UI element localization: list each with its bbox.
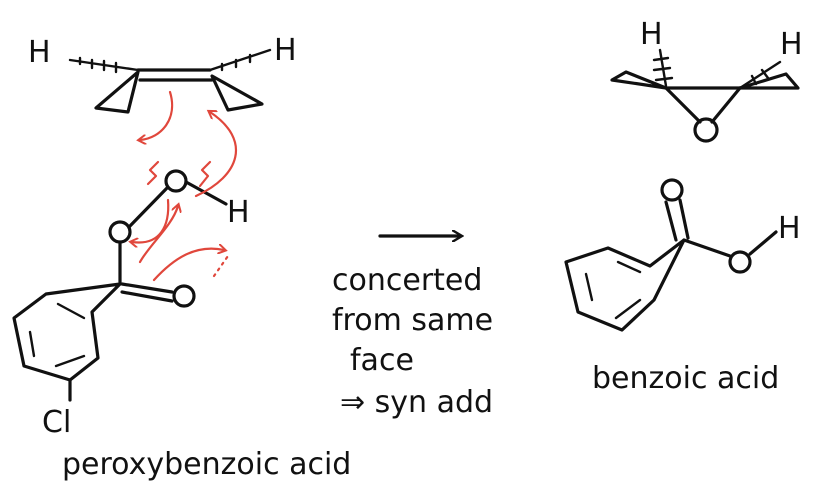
- benzoic-acid-molecule: H: [564, 178, 801, 332]
- squiggle-o-o: [146, 160, 160, 186]
- carbonyl-o: [172, 284, 196, 308]
- carboxyl-bonds: [118, 241, 174, 303]
- benzoic-carbonyl-o: [660, 178, 684, 202]
- peroxy-o-upper: [164, 169, 188, 193]
- epoxide-hashed-left: [652, 48, 674, 88]
- squiggle-o-h: [198, 160, 212, 188]
- cc-double-bond: [136, 68, 214, 82]
- dotted-h-to-o: [212, 254, 230, 278]
- benzoic-c-oh-bonds: [682, 230, 778, 258]
- benzene-ring-benzoic: [564, 238, 686, 332]
- peroxy-o-lower: [108, 220, 132, 244]
- hashed-bond-left: [68, 56, 140, 74]
- epoxide-right-ring: [738, 72, 800, 90]
- hashed-bond-right: [208, 48, 272, 72]
- arrow-to-upper-o: [138, 206, 178, 264]
- arrow-carbonyl-to-h: [152, 249, 224, 282]
- note-line-3: face: [350, 343, 414, 378]
- alkene-h-right: H: [274, 33, 297, 68]
- arrow-oo-cleave: [132, 198, 170, 243]
- epoxide-h-right: H: [780, 27, 803, 62]
- peracid-molecule: H Cl: [12, 169, 250, 440]
- benzoic-hydroxyl-o: [728, 250, 752, 274]
- note-line-1: concerted: [332, 263, 482, 298]
- chlorine-label: Cl: [42, 405, 71, 440]
- peracid-h: H: [227, 195, 250, 230]
- note-line-2: from same: [332, 303, 493, 338]
- benzene-inner-bonds-benzoic: [584, 260, 642, 320]
- epoxide-h-left: H: [640, 17, 663, 52]
- peracid-name-label: peroxybenzoic acid: [62, 447, 351, 482]
- note-line-4: ⇒ syn add: [340, 385, 493, 420]
- epoxide-molecule: H H: [610, 17, 803, 143]
- product-name-label: benzoic acid: [592, 361, 779, 396]
- arrow-oh-to-alkene: [194, 112, 238, 198]
- benzene-inner-bonds-peracid: [28, 302, 86, 368]
- benzoic-co-double: [664, 198, 690, 242]
- benzene-ring-peracid: [12, 282, 122, 382]
- peroxy-bonds: [127, 180, 228, 229]
- epoxide-hashed-right: [738, 60, 782, 90]
- benzoic-h: H: [778, 211, 801, 246]
- epoxide-co-bonds: [664, 86, 742, 124]
- mechanism-arrows: [132, 90, 238, 282]
- epoxide-left-ring: [610, 70, 668, 90]
- alkene-h-left: H: [28, 35, 51, 70]
- alkene-molecule: H H: [28, 33, 297, 114]
- left-ring-wedge: [94, 70, 140, 114]
- right-ring-wedge: [210, 74, 264, 112]
- arrow-pi-to-o: [140, 90, 174, 140]
- epoxide-oxygen: [693, 117, 719, 143]
